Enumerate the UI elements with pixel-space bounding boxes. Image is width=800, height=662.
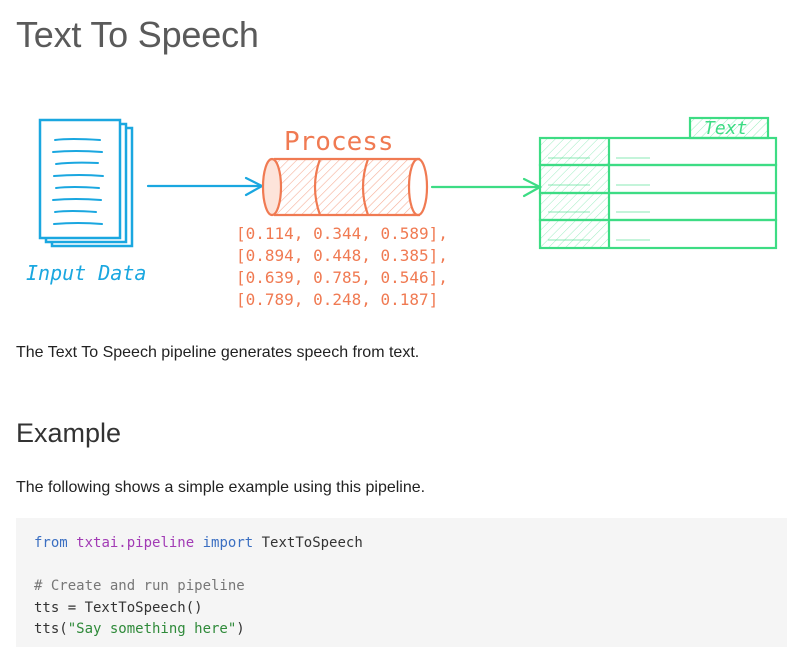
code-line-create: tts = TextToSpeech() [34,599,203,616]
example-description: The following shows a simple example usi… [16,479,426,496]
page-title: Text To Speech [16,14,259,55]
output-table-icon [538,116,778,250]
keyword-import: import [202,535,254,551]
module-name: txtai.pipeline [76,535,195,551]
process-label: Process [284,127,394,157]
code-block[interactable]: from txtai.pipeline import TextToSpeech #… [16,518,787,647]
arrow-input-to-process [146,176,265,197]
call-suffix: ) [236,621,245,637]
string-literal: "Say something here" [67,621,237,637]
code-line-import: from txtai.pipeline import TextToSpeech [34,533,769,555]
example-heading: Example [16,418,122,448]
vector-row: [0.114, 0.344, 0.589], [236,224,448,243]
vector-values: [0.114, 0.344, 0.589], [0.894, 0.448, 0.… [236,224,448,309]
process-cylinder-icon [261,157,429,217]
keyword-from: from [34,535,68,551]
arrow-process-to-output [430,177,543,198]
intro-paragraph: The Text To Speech pipeline generates sp… [16,344,420,361]
input-data-label: Input Data [26,261,146,285]
pipeline-diagram: Input Data Process [0.114, 0.344, 0.589]… [26,116,778,309]
vector-row: [0.894, 0.448, 0.385], [236,246,448,265]
vector-row: [0.789, 0.248, 0.187] [236,290,438,309]
vector-row: [0.639, 0.785, 0.546], [236,268,448,287]
code-line-comment: # Create and run pipeline [34,578,245,594]
code-line-call: tts("Say something here") [34,619,769,641]
code-line-blank [34,555,769,577]
call-prefix: tts( [34,621,68,637]
import-name: TextToSpeech [261,535,363,551]
document-stack-icon [38,118,134,248]
output-text-label: Text [704,118,747,139]
